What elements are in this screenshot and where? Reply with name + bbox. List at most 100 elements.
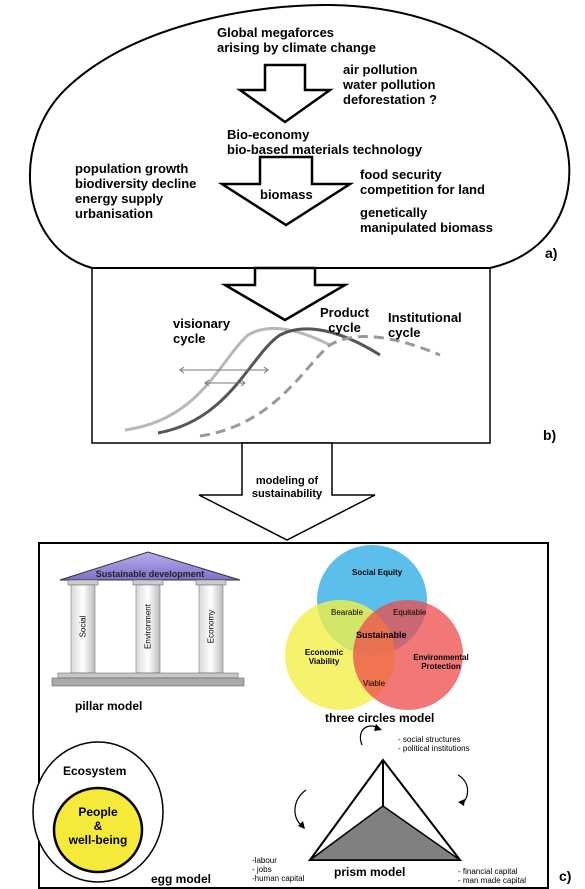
pillar-environment [135, 584, 161, 674]
prism-right-item: - man made capital [458, 876, 527, 886]
institutional-cycle-label: Institutional cycle [388, 310, 462, 341]
food-land-item: competition for land [360, 181, 485, 197]
viable-label: Viable [363, 679, 386, 688]
prism-top-item: - political institutions [398, 744, 470, 754]
pillar-capital-mid [132, 579, 164, 586]
pillar-social [70, 584, 96, 674]
egg-model-caption: egg model [151, 872, 212, 886]
panel-a-label: a) [545, 245, 558, 261]
modeling-line-2: sustainability [251, 487, 323, 500]
visionary-line-1: visionary [173, 316, 231, 331]
environmental-line-2: Protection [421, 662, 461, 672]
bioeconomy-line-2: bio-based materials technology [227, 141, 423, 157]
prism-left-item: -labour [252, 856, 277, 865]
drivers-list: population growth biodiversity decline e… [75, 161, 197, 222]
arrow-down-1 [236, 63, 334, 124]
megaforces-line-1: Global megaforces [217, 25, 335, 40]
megaforces-text: Global megaforces arising by climate cha… [217, 25, 376, 56]
modeling-line-1: modeling of [255, 475, 319, 487]
bioeconomy-line-1: Bio-economy [227, 127, 310, 142]
pillar-economy-label: Economy [206, 609, 216, 644]
arrow-down-4 [198, 442, 376, 541]
driver-item: energy supply [75, 190, 164, 206]
curved-arrow-left-head [298, 821, 305, 829]
product-line-2: cycle [328, 319, 361, 335]
arrow-down-2 [217, 155, 355, 227]
people-line: People [78, 805, 118, 819]
food-land-item: food security [360, 167, 442, 182]
prism-base [307, 805, 463, 861]
environmental-protection-circle [353, 600, 463, 710]
megaforces-line-2: arising by climate change [217, 39, 376, 55]
pollution-item: deforestation ? [343, 91, 437, 107]
pillar-capital-left [67, 579, 99, 586]
institutional-line-1: Institutional [388, 310, 462, 325]
three-circles-model [285, 545, 463, 710]
driver-item: biodiversity decline [75, 175, 197, 191]
ampersand-line: & [93, 818, 103, 833]
bioeconomy-text: Bio-economy bio-based materials technolo… [227, 127, 423, 158]
pillar-model [51, 551, 245, 687]
prism-left-item: - jobs [252, 865, 272, 875]
curved-arrow-left [294, 789, 307, 827]
pillar-capital-right [195, 579, 227, 586]
prism-top-item: - social structures [398, 735, 461, 744]
pollution-list: air pollution water pollution deforestat… [343, 62, 437, 108]
people-wellbeing-oval [52, 786, 144, 874]
food-land-list: food security competition for land [360, 167, 485, 198]
panel-b-label: b) [543, 427, 557, 443]
curved-arrow-top-head [374, 724, 382, 731]
shift-arrows [179, 366, 269, 387]
prism-left-item: -human capital [252, 874, 305, 884]
pillar-social-label: Social [78, 615, 88, 638]
visionary-line-2: cycle [173, 330, 206, 346]
product-line-1: Product [320, 305, 370, 320]
pillar-environment-label: Environment [143, 604, 153, 649]
megaforces-oval [29, 3, 571, 269]
curved-arrow-right [457, 774, 469, 805]
institutional-cycle-curve [199, 335, 441, 438]
product-cycle-label: Product cycle [320, 305, 370, 336]
prism-left-list: -labour - jobs -human capital [252, 856, 304, 884]
sustainable-label: Sustainable [356, 630, 407, 640]
ecosystem-label: Ecosystem [63, 764, 127, 778]
bearable-label: Bearable [331, 608, 364, 617]
pillar-base [51, 677, 245, 687]
institutional-line-2: cycle [388, 324, 421, 340]
arrow-down-3 [220, 266, 350, 322]
pillar-roof-label: Sustainable development [95, 569, 205, 579]
pollution-item: water pollution [343, 76, 436, 92]
gm-line-2: manipulated biomass [360, 219, 493, 235]
economic-line-1: Economic [304, 648, 344, 657]
wellbeing-line: well-being [68, 832, 128, 847]
curved-arrow-right-head [458, 799, 465, 806]
models-box [38, 542, 549, 889]
prism-right-item: - financial capital [458, 867, 518, 876]
biomass-label: biomass [260, 187, 313, 202]
product-cycle-curve [157, 327, 381, 435]
people-wellbeing-label: People & well-being [60, 805, 136, 847]
pollution-item: air pollution [343, 62, 418, 77]
egg-model [32, 741, 164, 883]
gm-line-1: genetically [360, 205, 428, 220]
driver-item: urbanisation [75, 205, 154, 221]
pillar-model-caption: pillar model [75, 699, 143, 713]
environmental-line-1: Environmental [413, 653, 469, 662]
pillar-economy [198, 584, 224, 674]
prism-right-list: - financial capital - man made capital [458, 867, 526, 885]
gm-biomass-text: genetically manipulated biomass [360, 205, 493, 236]
economic-viability-label: Economic Viability [297, 648, 351, 666]
equitable-label: Equitable [393, 608, 427, 617]
economic-line-2: Viability [308, 657, 340, 667]
visionary-cycle-label: visionary cycle [173, 316, 231, 347]
panel-c-label: c) [559, 868, 572, 884]
prism-model [294, 724, 469, 861]
social-equity-label: Social Equity [352, 568, 403, 577]
driver-item: population growth [75, 161, 189, 176]
modeling-text: modeling of sustainability [243, 475, 331, 500]
pillar-base-top [57, 672, 239, 679]
three-circles-caption: three circles model [325, 711, 435, 725]
environmental-protection-label: Environmental Protection [404, 653, 478, 671]
prism-model-caption: prism model [334, 865, 406, 879]
